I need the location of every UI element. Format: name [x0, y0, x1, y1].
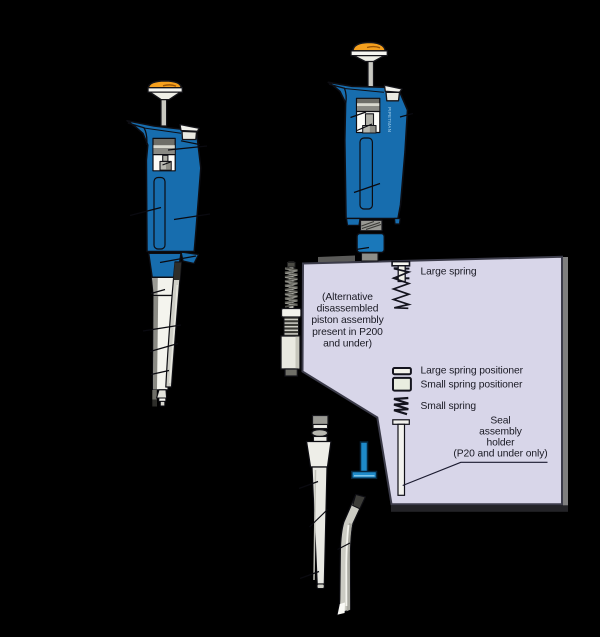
svg-text:Large spring positioner: Large spring positioner: [421, 365, 524, 376]
svg-text:piston assembly: piston assembly: [311, 315, 384, 326]
svg-text:Small spring: Small spring: [421, 401, 477, 412]
svg-text:(P20 and under only): (P20 and under only): [453, 449, 547, 460]
svg-text:and under): and under): [323, 338, 372, 349]
svg-text:Small spring positioner: Small spring positioner: [421, 380, 524, 391]
svg-text:disassembled: disassembled: [317, 304, 379, 315]
svg-text:(Alternative: (Alternative: [322, 292, 373, 303]
svg-text:Large spring: Large spring: [421, 267, 477, 278]
svg-text:present in P200: present in P200: [312, 327, 383, 338]
svg-text:Seal: Seal: [490, 415, 510, 426]
svg-text:PIPETMAN: PIPETMAN: [387, 107, 392, 132]
svg-text:assembly: assembly: [479, 427, 523, 438]
svg-text:holder: holder: [486, 438, 515, 449]
